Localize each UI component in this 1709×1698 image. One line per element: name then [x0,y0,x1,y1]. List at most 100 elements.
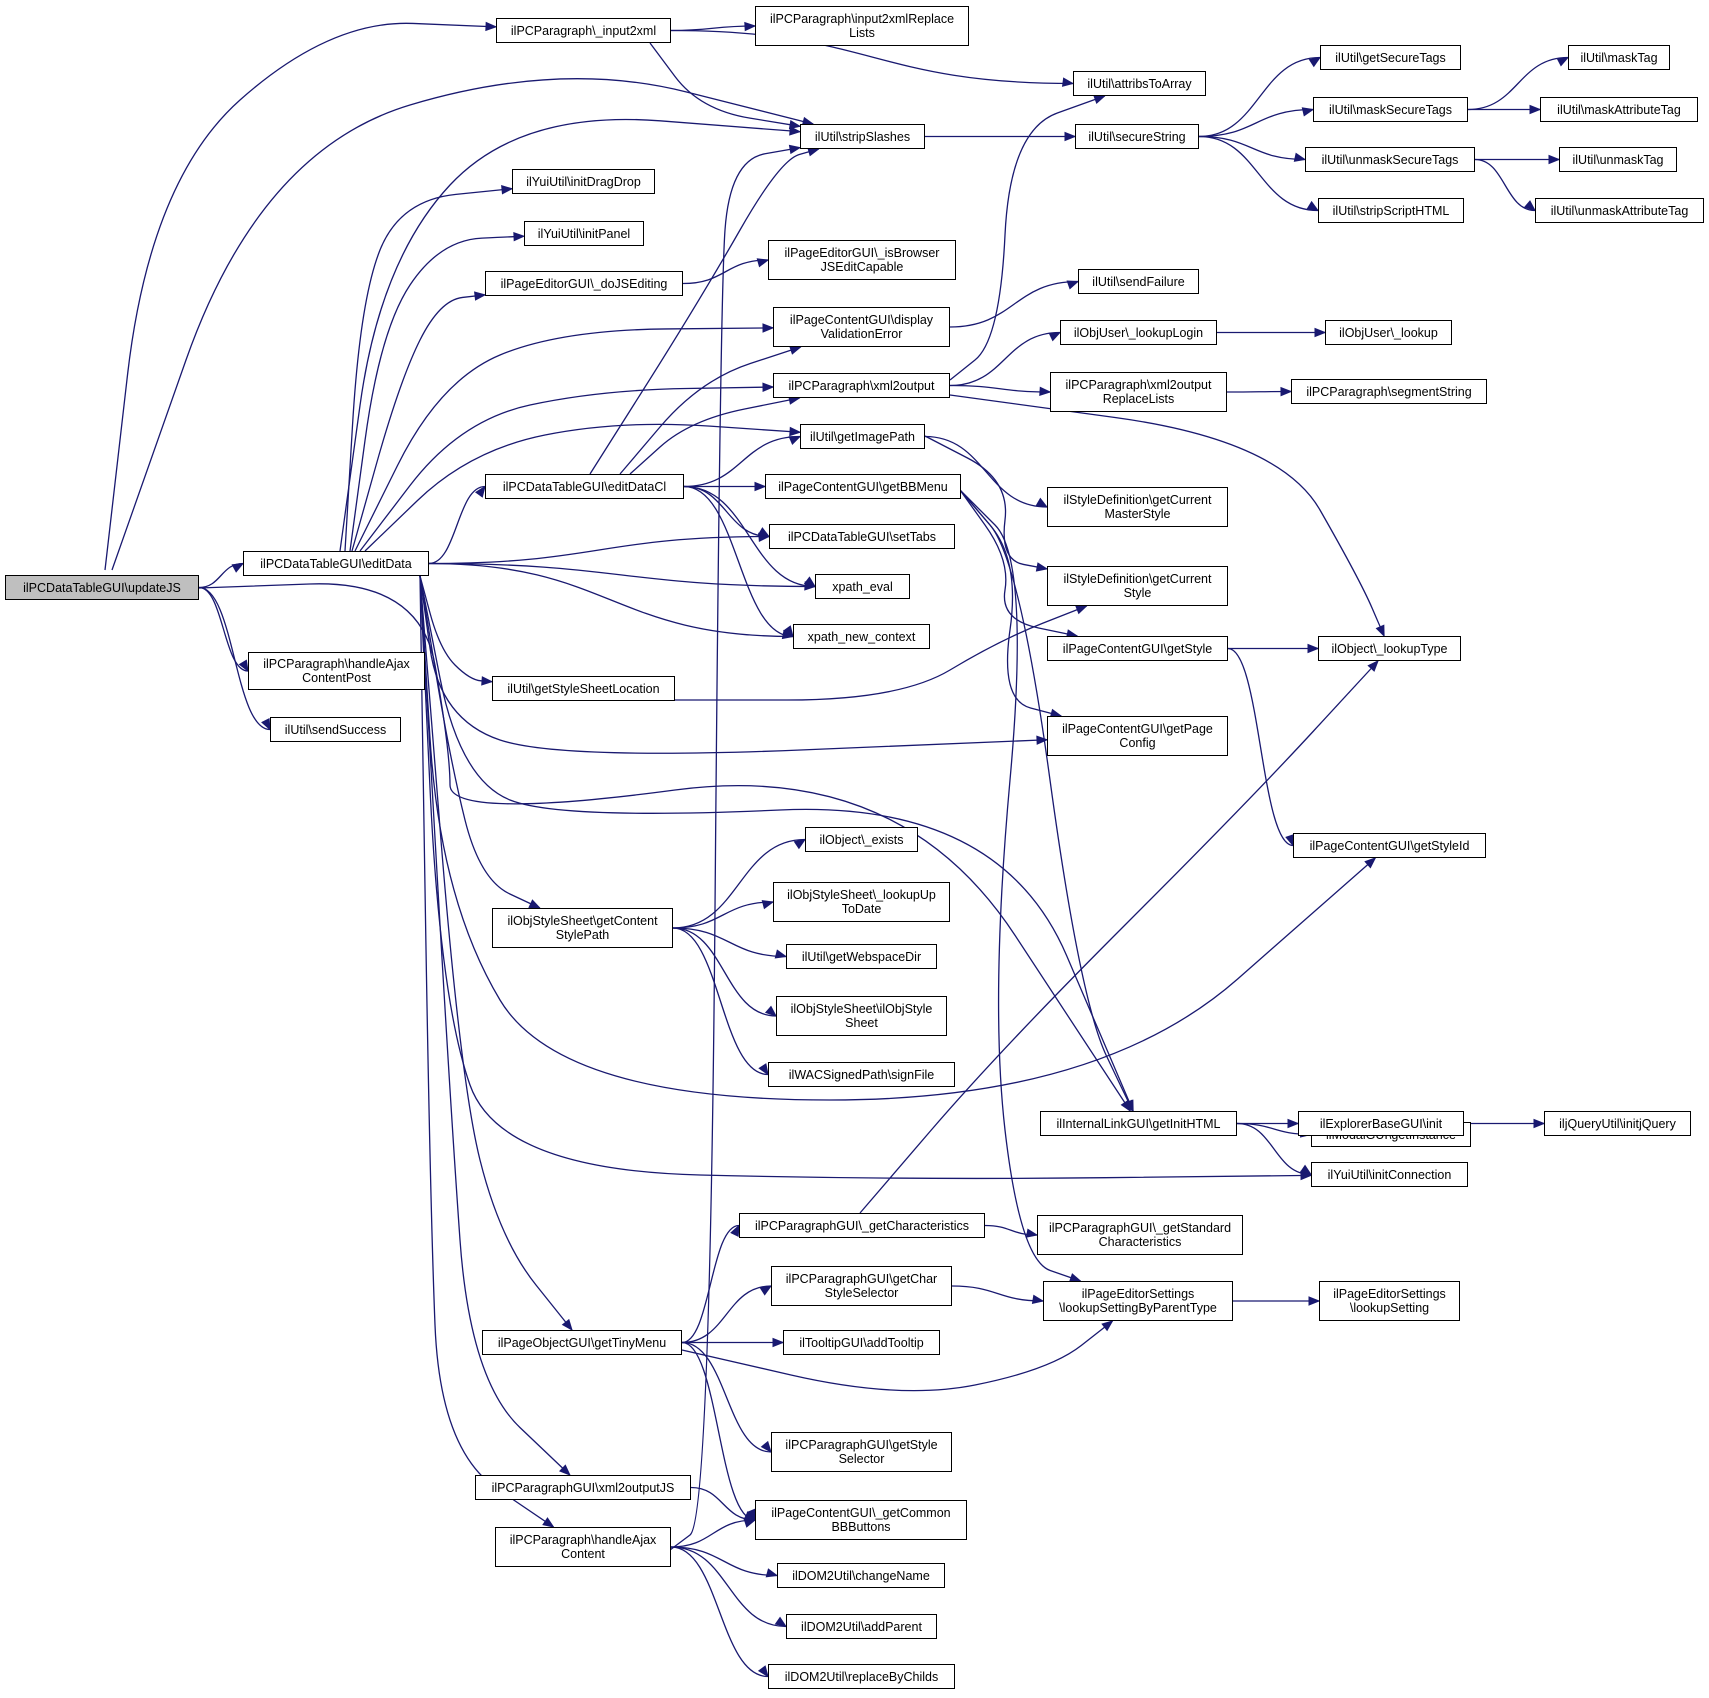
node-getCommonBBButtons[interactable]: ilPageContentGUI\_getCommon BBButtons [755,1500,967,1540]
arrowhead-handleAjaxContent-to-stripSlashes [788,144,802,155]
node-input2xml[interactable]: ilPCParagraph\_input2xml [496,18,671,43]
node-displayValidationError[interactable]: ilPageContentGUI\display ValidationError [773,307,950,347]
node-lookupLogin[interactable]: ilObjUser\_lookupLogin [1060,320,1217,345]
node-getTinyMenu[interactable]: ilPageObjectGUI\getTinyMenu [482,1330,682,1355]
node-getStyleId[interactable]: ilPageContentGUI\getStyleId [1293,833,1486,858]
node-addParent[interactable]: ilDOM2Util\addParent [786,1614,937,1639]
node-getSecureTags[interactable]: ilUtil\getSecureTags [1320,45,1461,70]
edge-editDataCl-to-getImagePath [683,435,801,488]
edge-getImagePath-to-getCurrentMasterStyle [924,435,1048,508]
node-getCharacteristics[interactable]: ilPCParagraphGUI\_getCharacteristics [739,1213,985,1238]
node-initConnection[interactable]: ilYuiUtil\initConnection [1311,1162,1468,1187]
edge-editDataCl-to-xml2output [629,397,800,475]
node-handleAjaxContentPost[interactable]: ilPCParagraph\handleAjax ContentPost [248,652,425,690]
edge-getInitHTML-to-initConnection [1236,1122,1312,1176]
node-updateJS[interactable]: ilPCDataTableGUI\updateJS [5,575,199,600]
node-editDataCl[interactable]: ilPCDataTableGUI\editDataCl [485,474,684,499]
arrowhead-xml2output-to-attribsToArray [1093,95,1106,105]
node-exists[interactable]: ilObject\_exists [805,827,918,852]
arrowhead-getTinyMenu-to-getCharacteristics [730,1224,740,1238]
arrowhead-handleAjaxContent-to-getCommonBBButtons [743,1518,757,1528]
node-xml2outputJS[interactable]: ilPCParagraphGUI\xml2outputJS [475,1475,691,1500]
node-unmaskTag[interactable]: ilUtil\unmaskTag [1559,147,1677,172]
arrowhead-input2xml-to-attribsToArray [1061,77,1075,87]
arrowhead-getTinyMenu-to-lookupSettingByParentType [1101,1320,1114,1332]
arrowhead-editData-to-getPageConfig [1036,735,1049,745]
node-sendSuccess[interactable]: ilUtil\sendSuccess [270,717,401,742]
arrowhead-xml2outputReplaceLists-to-segmentString [1280,386,1293,397]
arrowhead-getStyleSheetLocation-to-getCurrentStyle [1075,605,1088,615]
edge-getTinyMenu-to-getCommonBBButtons [681,1341,756,1521]
edge-editData-to-stripSlashes [339,118,801,552]
node-unmaskAttributeTag[interactable]: ilUtil\unmaskAttributeTag [1535,198,1704,223]
arrowhead-editData-to-getContentStylePath [528,899,542,909]
node-replaceByChilds[interactable]: ilDOM2Util\replaceByChilds [768,1664,955,1689]
node-initPanel[interactable]: ilYuiUtil\initPanel [524,221,644,246]
node-lookupSettingByParentType[interactable]: ilPageEditorSettings \lookupSettingByPar… [1043,1281,1233,1321]
node-getBBMenu[interactable]: ilPageContentGUI\getBBMenu [765,474,961,499]
node-explorerInit[interactable]: ilExplorerBaseGUI\init [1298,1111,1464,1136]
node-xpathEval[interactable]: xpath_eval [815,574,910,599]
node-getPageConfig[interactable]: ilPageContentGUI\getPage Config [1047,716,1228,756]
node-getStyleSheetLocation[interactable]: ilUtil\getStyleSheetLocation [492,676,675,701]
edge-getCharStyleSelector-to-lookupSettingByParentType [951,1285,1044,1302]
node-getStyle[interactable]: ilPageContentGUI\getStyle [1047,636,1228,661]
arrowhead-editDataCl-to-getBBMenu [754,481,767,492]
node-secureString[interactable]: ilUtil\secureString [1075,124,1199,149]
node-lookupSetting[interactable]: ilPageEditorSettings \lookupSetting [1319,1281,1460,1321]
node-getCharStyleSelector[interactable]: ilPCParagraphGUI\getChar StyleSelector [771,1266,952,1306]
node-sendFailure[interactable]: ilUtil\sendFailure [1078,269,1199,294]
arrowhead-editData-to-initPanel [513,231,526,242]
arrowhead-getContentStylePath-to-signFile [758,1063,769,1076]
node-maskAttributeTag[interactable]: ilUtil\maskAttributeTag [1540,97,1698,122]
edge-editData-to-initPanel [349,235,525,552]
node-getStyleSelector[interactable]: ilPCParagraphGUI\getStyle Selector [771,1432,952,1472]
edge-editData-to-getTinyMenu [419,575,573,1331]
node-xml2output[interactable]: ilPCParagraph\xml2output [773,373,950,398]
edge-editDataCl-to-xpathEval [683,485,816,588]
node-maskTag[interactable]: ilUtil\maskTag [1568,45,1670,70]
edge-getContentStylePath-to-signFile [672,927,769,1076]
node-input2xmlReplaceLists[interactable]: ilPCParagraph\input2xmlReplace Lists [755,6,969,46]
node-xpathNewContext[interactable]: xpath_new_context [793,624,930,649]
node-setTabs[interactable]: ilPCDataTableGUI\setTabs [769,524,955,549]
node-getCurrentStyle[interactable]: ilStyleDefinition\getCurrent Style [1047,566,1228,606]
node-handleAjaxContent[interactable]: ilPCParagraph\handleAjax Content [495,1527,671,1567]
arrowhead-editData-to-getImagePath [789,426,802,437]
node-getImagePath[interactable]: ilUtil\getImagePath [800,424,925,449]
edge-handleAjaxContent-to-replaceByChilds [670,1546,769,1678]
node-lookupUpToDate[interactable]: ilObjStyleSheet\_lookupUp ToDate [773,882,950,922]
node-getStandardCharacteristics[interactable]: ilPCParagraphGUI\_getStandard Characteri… [1037,1215,1243,1255]
arrowhead-lookupSettingByParentType-to-lookupSetting [1308,1296,1321,1306]
node-stripScriptHTML[interactable]: ilUtil\stripScriptHTML [1318,198,1464,223]
node-editData[interactable]: ilPCDataTableGUI\editData [243,551,429,576]
node-lookupType[interactable]: ilObject\_lookupType [1318,636,1461,661]
node-attribsToArray[interactable]: ilUtil\attribsToArray [1073,71,1206,96]
arrowhead-getContentStylePath-to-getWebspaceDir [774,949,788,959]
node-objUserLookup[interactable]: ilObjUser\_lookup [1325,320,1452,345]
arrowhead-secureString-to-getSecureTags [1308,56,1322,68]
node-getWebspaceDir[interactable]: ilUtil\getWebspaceDir [786,944,937,969]
node-isBrowserJSEditCapable[interactable]: ilPageEditorGUI\_isBrowser JSEditCapable [768,240,956,280]
arrowhead-getContentStylePath-to-lookupUpToDate [761,900,775,910]
node-getCurrentMasterStyle[interactable]: ilStyleDefinition\getCurrent MasterStyle [1047,487,1228,527]
node-ilObjStyleSheet[interactable]: ilObjStyleSheet\ilObjStyle Sheet [776,996,947,1036]
node-initDragDrop[interactable]: ilYuiUtil\initDragDrop [512,169,655,194]
node-addTooltip[interactable]: ilTooltipGUI\addTooltip [783,1330,940,1355]
node-getContentStylePath[interactable]: ilObjStyleSheet\getContent StylePath [492,908,673,948]
node-doJSEditing[interactable]: ilPageEditorGUI\_doJSEditing [485,271,683,296]
node-initjQuery[interactable]: iljQueryUtil\initjQuery [1544,1111,1691,1136]
node-signFile[interactable]: ilWACSignedPath\signFile [768,1062,955,1087]
node-xml2outputReplaceLists[interactable]: ilPCParagraph\xml2output ReplaceLists [1050,372,1227,412]
node-maskSecureTags[interactable]: ilUtil\maskSecureTags [1313,97,1468,122]
node-getInitHTML[interactable]: ilInternalLinkGUI\getInitHTML [1040,1111,1237,1136]
node-changeName[interactable]: ilDOM2Util\changeName [777,1563,945,1588]
edge-updateJS-to-handleAjaxContentPost [198,586,249,672]
node-stripSlashes[interactable]: ilUtil\stripSlashes [800,124,925,149]
node-segmentString[interactable]: ilPCParagraph\segmentString [1291,379,1487,404]
arrowhead-editDataCl-to-xpathNewContext [782,625,794,638]
edge-getTinyMenu-to-getStyleSelector [681,1341,772,1453]
node-unmaskSecureTags[interactable]: ilUtil\unmaskSecureTags [1305,147,1475,172]
edge-input2xml-to-stripSlashes [649,42,801,127]
